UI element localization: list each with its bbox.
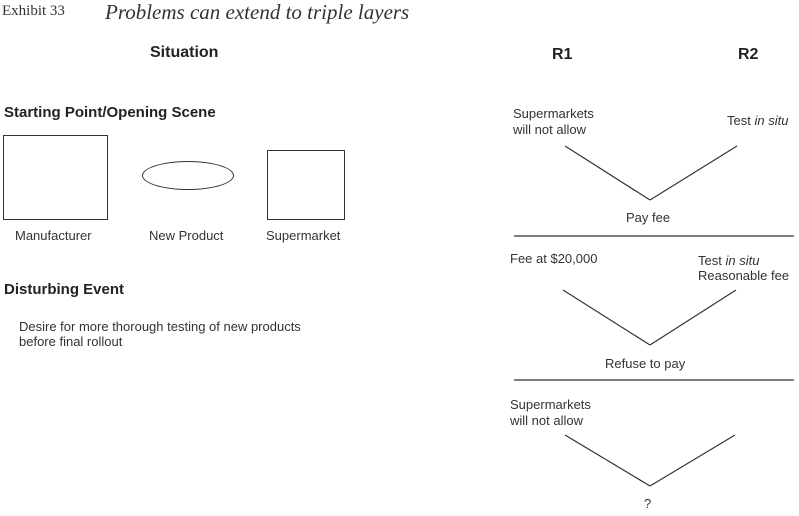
opening-scene-heading: Starting Point/Opening Scene	[4, 104, 216, 121]
layer-2-r2-italic: in situ	[725, 253, 760, 268]
manufacturer-shape	[3, 135, 108, 220]
layer-3-left-arm	[564, 434, 651, 487]
layer-3-r1-line-1: Supermarkets	[510, 397, 591, 412]
layer-1-result: Pay fee	[626, 210, 671, 225]
new-product-shape	[142, 161, 234, 190]
exhibit-number: Exhibit 33	[2, 3, 65, 19]
layer-2-r2-prefix: Test	[698, 253, 726, 268]
layer-2-r2-extra: Reasonable fee	[698, 268, 790, 283]
supermarket-shape	[267, 150, 345, 220]
manufacturer-label: Manufacturer	[15, 228, 92, 243]
layer-2-left-arm	[562, 289, 651, 346]
exhibit-title: Problems can extend to triple layers	[105, 0, 410, 24]
situation-heading: Situation	[150, 44, 219, 61]
new-product-label: New Product	[149, 228, 224, 243]
layer-1-r1-line-1: Supermarkets	[513, 106, 594, 121]
layer-2-r1-line-1: Fee at $20,000	[510, 251, 598, 266]
layer-3-r1-line-2: will not allow	[510, 413, 583, 428]
layer-1-r1-line-2: will not allow	[513, 122, 586, 137]
layer-2-result: Refuse to pay	[605, 356, 686, 371]
layer-1-left-arm	[564, 145, 651, 201]
layer-1-right-arm	[649, 145, 738, 201]
disturbing-event-line-2: before final rollout	[19, 334, 123, 349]
layer-3-result: ?	[644, 496, 652, 511]
r1-heading: R1	[552, 46, 573, 63]
layer-1-r2-italic: in situ	[754, 113, 789, 128]
layer-2-right-arm	[649, 289, 737, 346]
layer-3-right-arm	[649, 434, 736, 487]
layer-2-r2: Test in situ	[698, 253, 759, 268]
disturbing-event-line-1: Desire for more thorough testing of new …	[19, 319, 301, 334]
supermarket-label: Supermarket	[266, 228, 341, 243]
layer-1-r2-prefix: Test	[727, 113, 755, 128]
disturbing-event-heading: Disturbing Event	[4, 281, 125, 298]
r2-heading: R2	[738, 46, 759, 63]
layer-1-r2: Test in situ	[727, 113, 788, 128]
